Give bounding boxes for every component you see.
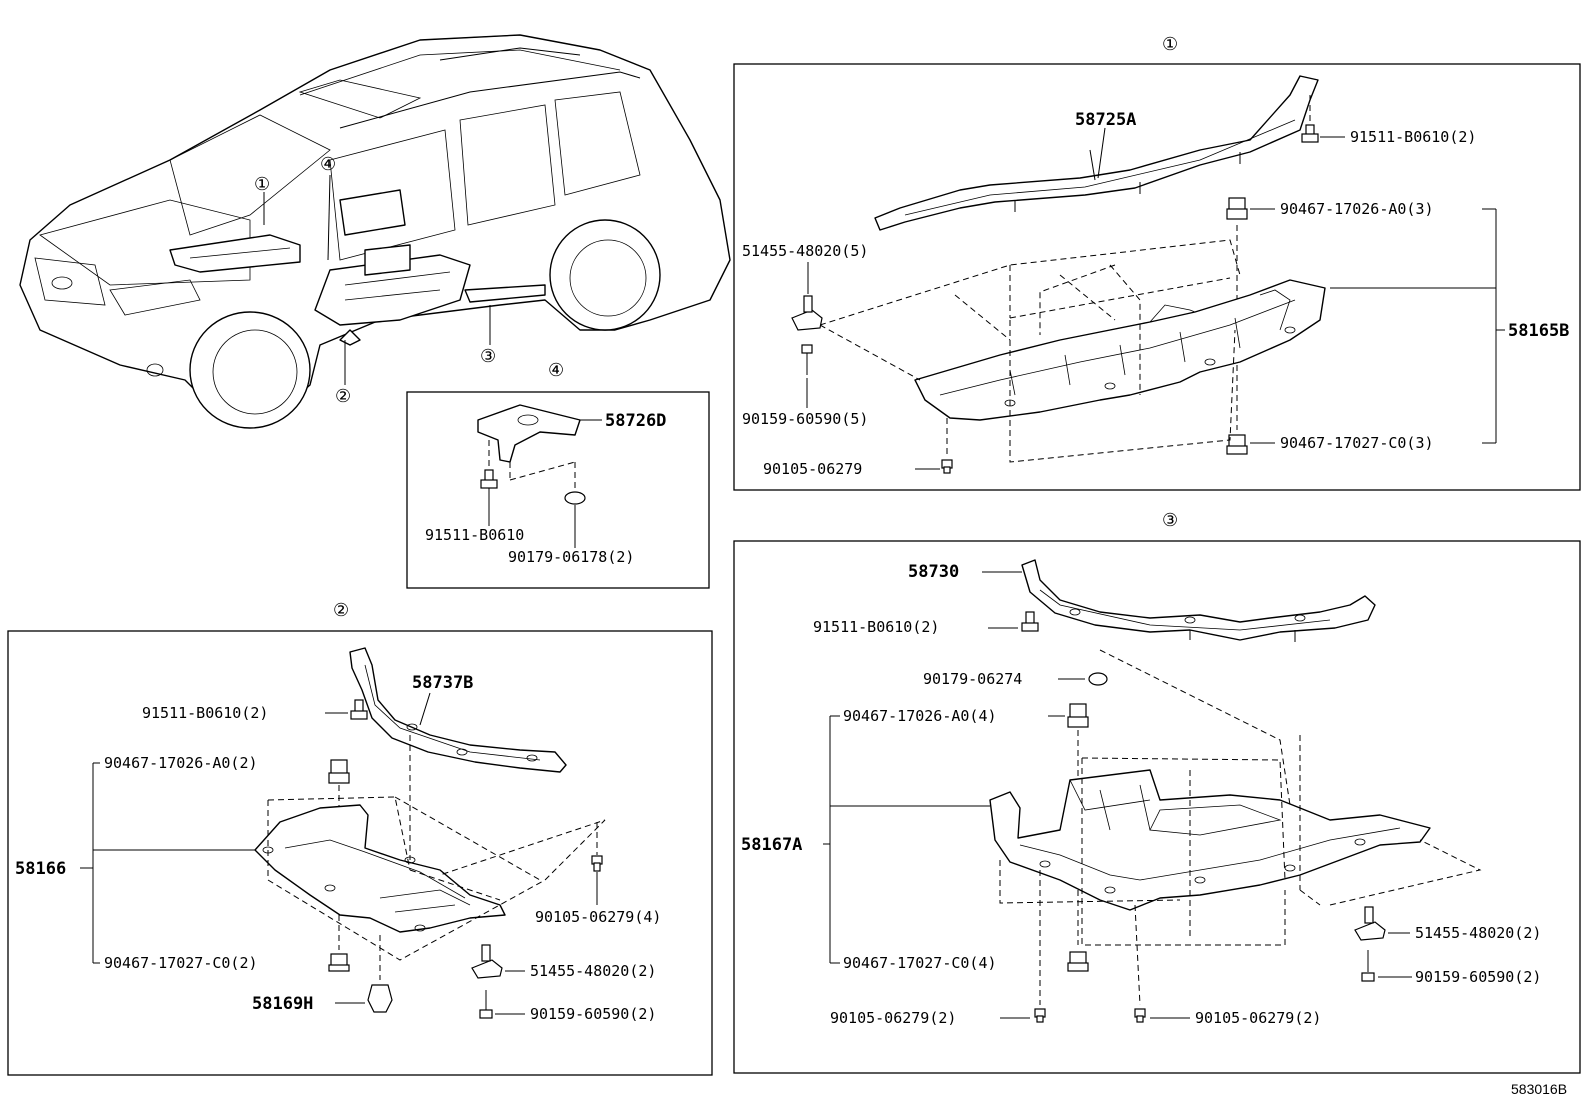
label-58167A: 58167A — [741, 835, 802, 855]
label-p4-plug: 90179-06178(2) — [508, 548, 634, 566]
label-p3-nut-a: 90467-17026-A0(4) — [843, 707, 997, 725]
label-58737B: 58737B — [412, 673, 473, 693]
label-58725A: 58725A — [1075, 110, 1136, 130]
label-58166: 58166 — [15, 859, 66, 879]
label-p1-nut-c: 90467-17027-C0(3) — [1280, 434, 1434, 452]
label-p2-bolt-top: 91511-B0610(2) — [142, 704, 268, 722]
panel-1-callout: ① — [1162, 34, 1178, 55]
label-p1-clip: 51455-48020(5) — [742, 242, 868, 260]
panel-2-callout: ② — [333, 600, 349, 621]
vehicle-illustration: ① ④ ② ③ — [19, 34, 731, 429]
label-p2-nut-a: 90467-17026-A0(2) — [104, 754, 258, 772]
panel-2: ② 58737B 91511-B0610(2) 90467-17026-A0(2… — [7, 600, 713, 1076]
label-p1-bolt-left: 90159-60590(5) — [742, 410, 868, 428]
label-p1-screw: 90105-06279 — [763, 460, 862, 478]
panel-3: ③ 58730 91511-B0610(2) 90179-06274 90467… — [733, 510, 1581, 1074]
label-p3-nut-c: 90467-17027-C0(4) — [843, 954, 997, 972]
label-p3-screw-left: 90105-06279(2) — [830, 1009, 956, 1027]
callout-3: ③ — [480, 346, 496, 367]
label-58730: 58730 — [908, 562, 959, 582]
label-58726D: 58726D — [605, 411, 666, 431]
label-p2-nut-c: 90467-17027-C0(2) — [104, 954, 258, 972]
panel-3-callout: ③ — [1162, 510, 1178, 531]
label-p2-screw: 90105-06279(4) — [535, 908, 661, 926]
callout-1: ① — [254, 174, 270, 195]
label-58169H: 58169H — [252, 994, 313, 1014]
diagram-reference: 583016B — [1511, 1081, 1567, 1097]
callout-2: ② — [335, 386, 351, 407]
label-p1-nut-a: 90467-17026-A0(3) — [1280, 200, 1434, 218]
label-p3-bolt-top: 91511-B0610(2) — [813, 618, 939, 636]
label-p3-clip: 51455-48020(2) — [1415, 924, 1541, 942]
label-p3-bolt: 90159-60590(2) — [1415, 968, 1541, 986]
label-p2-clip: 51455-48020(2) — [530, 962, 656, 980]
label-p4-bolt: 91511-B0610 — [425, 526, 524, 544]
label-p2-bolt: 90159-60590(2) — [530, 1005, 656, 1023]
label-p3-plug: 90179-06274 — [923, 670, 1022, 688]
callout-4: ④ — [320, 154, 336, 175]
panel-4-callout: ④ — [548, 360, 564, 381]
panel-1: ① 58725A 91511-B0610(2) 90467-17026-A0(3… — [733, 34, 1581, 491]
label-p1-bolt-top: 91511-B0610(2) — [1350, 128, 1476, 146]
label-p3-screw-right: 90105-06279(2) — [1195, 1009, 1321, 1027]
panel-4: ④ 58726D 91511-B0610 90179-06178(2) — [406, 360, 710, 589]
label-58165B: 58165B — [1508, 321, 1569, 341]
